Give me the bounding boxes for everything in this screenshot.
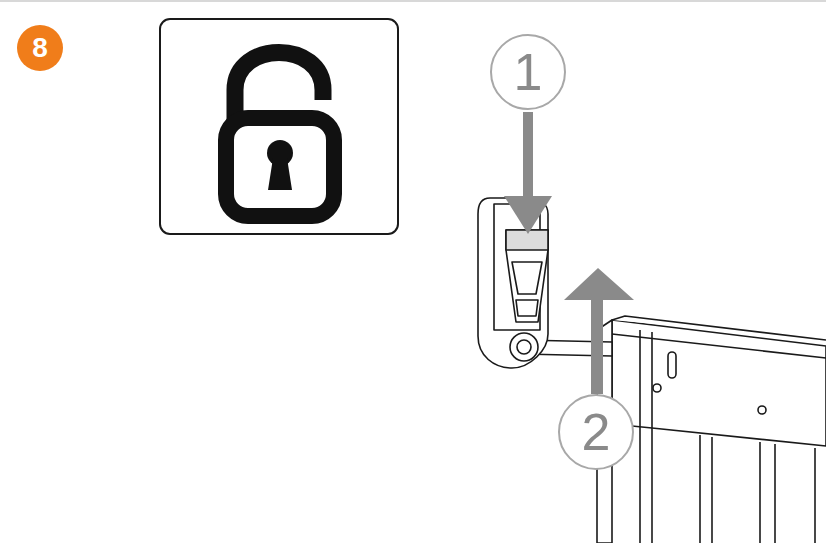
step-number-text: 8	[32, 34, 48, 62]
separator-line	[0, 0, 826, 2]
unlock-icon	[226, 53, 334, 217]
direction-arrow	[564, 268, 634, 394]
callout-number-text: 1	[514, 46, 543, 98]
icon-frame	[160, 19, 398, 234]
callout-number-text: 2	[582, 406, 611, 458]
callout-number: 1	[490, 34, 566, 110]
step-number: 8	[17, 25, 63, 71]
gate	[478, 198, 826, 543]
callout-number: 2	[558, 394, 634, 470]
direction-arrow	[504, 112, 552, 234]
